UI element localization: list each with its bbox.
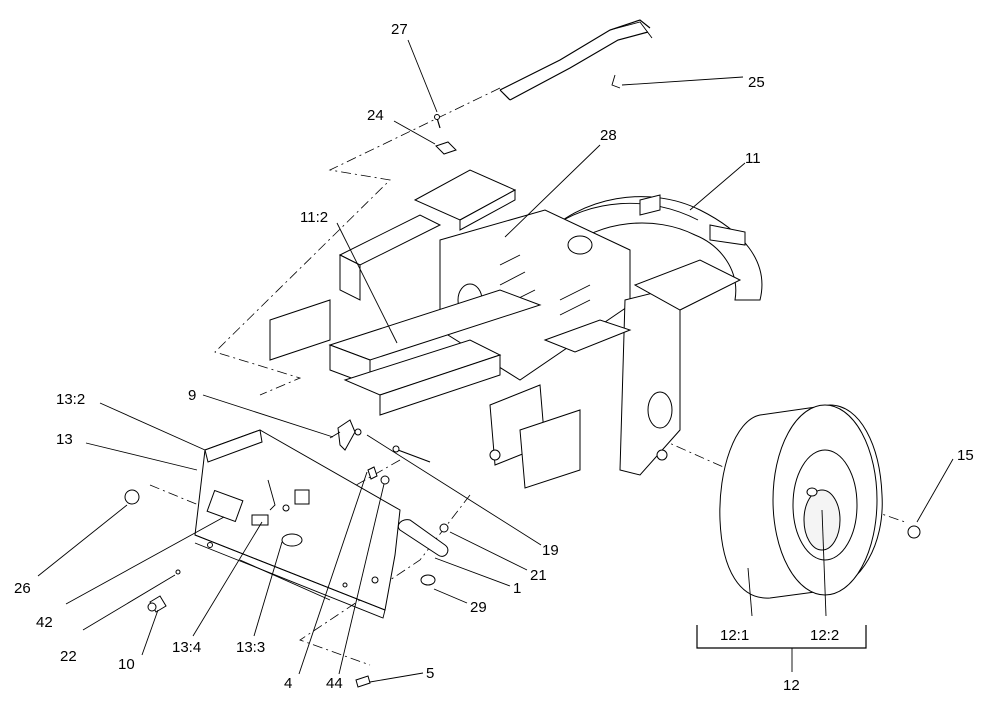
callout-label: 26 — [14, 580, 31, 597]
callout-label: 19 — [542, 542, 559, 559]
switch-10 — [147, 595, 167, 613]
callout-label: 13:2 — [56, 391, 85, 408]
callout-label: 11 — [745, 150, 761, 167]
callout-label: 12 — [783, 677, 800, 694]
callout-labels: 27 24 25 28 11 11:2 9 13:2 13 15 19 21 1… — [14, 21, 974, 694]
knob-26 — [124, 489, 140, 505]
callout-label: 28 — [600, 127, 617, 144]
nut-21 — [439, 523, 449, 533]
control-lever-25 — [499, 19, 653, 101]
callout-label: 42 — [36, 614, 53, 631]
callout-label: 25 — [748, 74, 765, 91]
callout-label: 4 — [284, 675, 292, 692]
washer-44 — [380, 475, 390, 485]
callout-label: 12:1 — [720, 627, 749, 644]
link-1 — [397, 519, 449, 557]
callout-label: 5 — [426, 665, 434, 682]
callout-label: 24 — [367, 107, 384, 124]
leader-lines — [37, 39, 954, 683]
upper-mounting-plate — [338, 169, 517, 301]
callout-label: 10 — [118, 656, 135, 673]
screw-27 — [434, 114, 441, 129]
bracket-24 — [435, 141, 457, 155]
nut-15 — [907, 525, 921, 539]
control-panel-13 — [194, 429, 401, 619]
bolt-19 — [392, 445, 431, 463]
callout-label: 13:4 — [172, 639, 201, 656]
main-frame-11 — [269, 194, 763, 489]
callout-label: 22 — [60, 648, 77, 665]
wheel-12 — [719, 404, 883, 599]
callout-label: 21 — [530, 567, 547, 584]
callout-label: 13:3 — [236, 639, 265, 656]
callout-label: 9 — [188, 387, 196, 404]
wheel-bracket-12 — [696, 625, 867, 649]
latch-9 — [329, 419, 362, 451]
callout-label: 11:2 — [300, 209, 328, 226]
callout-label: 12:2 — [810, 627, 839, 644]
callout-label: 44 — [326, 675, 343, 692]
bolt-5 — [355, 675, 371, 688]
callout-label: 27 — [391, 21, 408, 38]
callout-label: 1 — [513, 580, 521, 597]
callout-label: 13 — [56, 431, 73, 448]
cap-29 — [420, 574, 436, 586]
callout-label: 29 — [470, 599, 487, 616]
screw-22 — [175, 569, 181, 575]
callout-label: 15 — [957, 447, 974, 464]
bolt-4 — [367, 466, 378, 480]
